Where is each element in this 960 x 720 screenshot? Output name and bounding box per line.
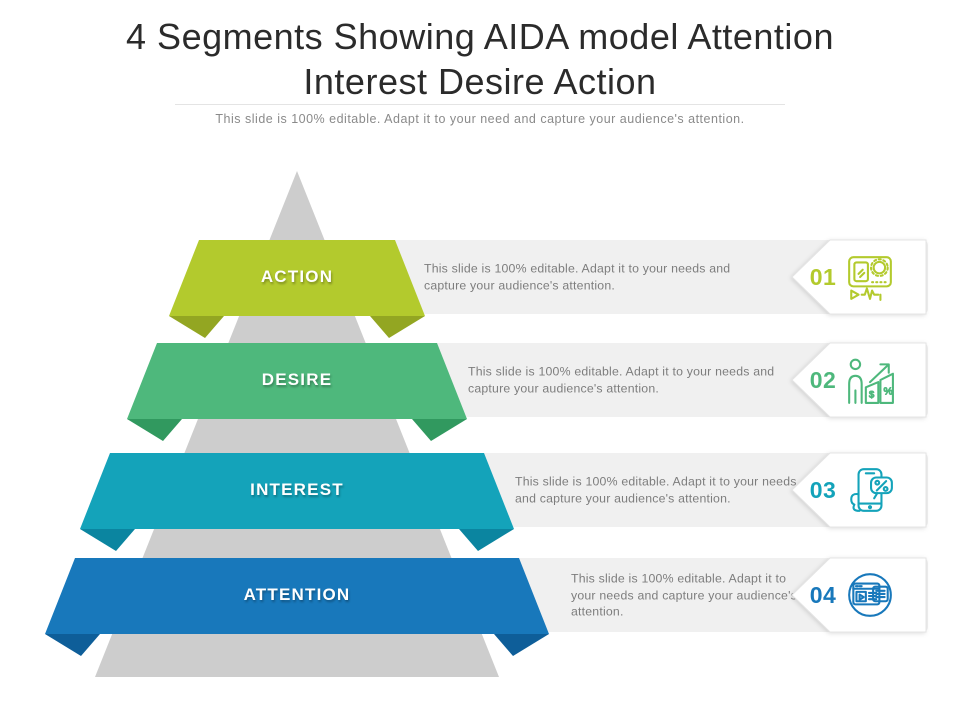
- ribbon-fold: [370, 316, 425, 338]
- segment-label-interest: INTEREST: [250, 480, 344, 499]
- web-video-icon: [844, 569, 896, 621]
- segment-row-interest: This slide is 100% editable. Adapt it to…: [0, 451, 960, 529]
- ribbon-fold: [80, 529, 135, 551]
- segment-label-action: ACTION: [260, 267, 334, 286]
- growth-chart-icon: $ %: [844, 354, 896, 406]
- segment-description: This slide is 100% editable. Adapt it to…: [424, 261, 731, 293]
- page-title: 4 Segments Showing AIDA model Attention …: [126, 16, 834, 102]
- mobile-offer-icon: [844, 464, 896, 516]
- ribbon-fold: [494, 634, 549, 656]
- segment-description: This slide is 100% editable. Adapt it to…: [468, 364, 775, 396]
- title-divider: [175, 104, 785, 105]
- segment-description: This slide is 100% editable. Adapt it to…: [571, 571, 797, 619]
- number-tag: 01: [790, 238, 930, 316]
- segment-description: This slide is 100% editable. Adapt it to…: [515, 474, 797, 506]
- tag-shape: [791, 239, 927, 315]
- segment-row-action: This slide is 100% editable. Adapt it to…: [0, 238, 960, 316]
- segment-number: 01: [809, 263, 837, 290]
- svg-text:%: %: [884, 387, 893, 398]
- segment-row-desire: This slide is 100% editable. Adapt it to…: [0, 341, 960, 419]
- number-tag: 04: [790, 556, 930, 634]
- number-tag: 02 $ %: [790, 341, 930, 419]
- svg-text:$: $: [869, 390, 875, 400]
- number-tag: 03: [790, 451, 930, 529]
- segment-number: 04: [809, 581, 837, 608]
- ribbon-fold: [127, 419, 182, 441]
- ribbon-fold: [45, 634, 100, 656]
- ribbon-fold: [459, 529, 514, 551]
- ribbon-fold: [169, 316, 224, 338]
- segment-label-desire: DESIRE: [261, 370, 333, 389]
- segment-number: 03: [809, 476, 837, 503]
- subtitle: This slide is 100% editable. Adapt it to…: [215, 112, 745, 126]
- segment-number: 02: [809, 366, 837, 393]
- campaign-monitor-icon: [844, 251, 896, 303]
- header: 4 Segments Showing AIDA model Attention …: [0, 14, 960, 104]
- segment-row-attention: This slide is 100% editable. Adapt it to…: [0, 556, 960, 634]
- segment-label-attention: ATTENTION: [243, 585, 351, 604]
- ribbon-fold: [412, 419, 467, 441]
